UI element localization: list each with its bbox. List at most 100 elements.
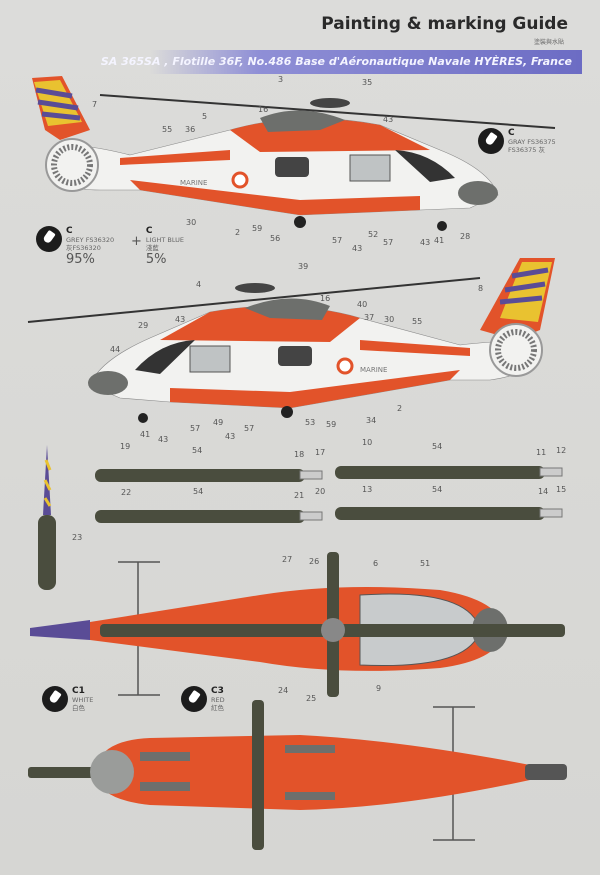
- part-number-callout: 16: [320, 294, 331, 303]
- part-number-callout: 7: [92, 100, 98, 109]
- part-number-callout: 3: [278, 75, 284, 84]
- part-number-callout: 59: [326, 420, 337, 429]
- part-number-callout: 54: [432, 442, 443, 451]
- part-number-callout: 41: [434, 236, 445, 245]
- part-number-callout: 44: [110, 345, 121, 354]
- bottom-view: [28, 700, 567, 850]
- part-number-callout: 18: [294, 450, 305, 459]
- paint-name-cn: FS36375 灰: [508, 146, 545, 154]
- paint-callout-grey: C GREY FS36320 灰FS36320 95%: [36, 226, 114, 267]
- part-number-callout: 43: [225, 432, 236, 441]
- part-number-callout: 9: [376, 684, 382, 693]
- paint-callout-white: C1 WHITE 白色: [42, 686, 93, 712]
- paint-name: GRAY FS36375: [508, 138, 556, 146]
- aircraft-designation: SA 365SA , Flotille 36F, No.486 Base d'A…: [100, 55, 572, 68]
- part-number-callout: 10: [362, 438, 373, 447]
- part-number-callout: 57: [383, 238, 394, 247]
- part-number-callout: 24: [278, 686, 289, 695]
- part-number-callout: 43: [158, 435, 169, 444]
- part-number-callout: 37: [364, 313, 375, 322]
- part-number-callout: 57: [332, 236, 343, 245]
- part-number-callout: 20: [315, 487, 326, 496]
- side-view-left: MARINE: [27, 258, 555, 423]
- part-number-callout: 41: [140, 430, 151, 439]
- part-number-callout: 19: [120, 442, 131, 451]
- paint-code: C: [66, 226, 73, 236]
- part-number-callout: 30: [186, 218, 197, 227]
- part-number-callout: 53: [305, 418, 316, 427]
- part-number-callout: 2: [397, 404, 403, 413]
- paintbrush-icon: [42, 686, 68, 712]
- paintbrush-icon: [181, 686, 207, 712]
- paint-name-cn: 淺藍: [145, 244, 159, 252]
- part-number-callout: 43: [352, 244, 363, 253]
- part-number-callout: 54: [432, 485, 443, 494]
- part-number-callout: 57: [244, 424, 255, 433]
- part-number-callout: 26: [309, 557, 320, 566]
- part-number-callout: 43: [175, 315, 186, 324]
- part-number-callout: 17: [315, 448, 326, 457]
- part-number-callout: 22: [121, 488, 132, 497]
- part-number-callout: 51: [420, 559, 431, 568]
- part-number-callout: 49: [213, 418, 224, 427]
- paint-percent: 95%: [66, 252, 95, 267]
- part-number-callout: 55: [412, 317, 423, 326]
- weapon-pods: [38, 445, 563, 590]
- paint-code: C: [145, 226, 153, 236]
- marine-text-1: MARINE: [180, 179, 207, 187]
- part-number-callout: 13: [362, 485, 373, 494]
- paint-name-cn: 紅色: [211, 704, 224, 712]
- part-number-callout: 43: [383, 115, 394, 124]
- paint-callout-red: C3 RED 紅色: [181, 686, 225, 712]
- marine-text-2: MARINE: [360, 366, 387, 374]
- page-title: Painting & marking Guide: [321, 14, 568, 34]
- paint-name: LIGHT BLUE: [145, 236, 185, 244]
- part-number-callout: 27: [282, 555, 293, 564]
- part-number-callout: 36: [185, 125, 196, 134]
- part-number-callout: 39: [298, 262, 309, 271]
- part-number-callout: 54: [193, 487, 204, 496]
- paint-callout-gray: C GRAY FS36375 FS36375 灰: [478, 128, 556, 154]
- paint-name: GREY FS36320: [66, 236, 115, 244]
- part-number-callout: 5: [202, 112, 208, 121]
- paint-name-cn: 白色: [72, 704, 85, 712]
- part-number-callout: 29: [138, 321, 149, 330]
- paint-percent: 5%: [145, 252, 167, 267]
- part-number-callout: 28: [460, 232, 471, 241]
- part-number-callout: 52: [368, 230, 379, 239]
- part-number-callout: 15: [556, 485, 567, 494]
- mix-plus-sign: +: [131, 234, 142, 249]
- part-number-callout: 43: [420, 238, 431, 247]
- paint-code: C3: [211, 686, 224, 696]
- paint-code: C1: [72, 686, 85, 696]
- paint-name-cn: 灰FS36320: [66, 244, 101, 252]
- part-number-callout: 16: [258, 105, 269, 114]
- aircraft-banner: SA 365SA , Flotille 36F, No.486 Base d'A…: [101, 50, 582, 74]
- part-number-callout: 56: [270, 234, 281, 243]
- part-number-callout: 57: [190, 424, 201, 433]
- part-number-callout: 4: [196, 280, 202, 289]
- part-number-callout: 30: [384, 315, 395, 324]
- part-number-callout: 40: [357, 300, 368, 309]
- part-number-callout: 2: [235, 228, 241, 237]
- paint-name: RED: [211, 696, 225, 704]
- side-view-right: MARINE: [32, 76, 556, 231]
- part-number-callout: 59: [252, 224, 263, 233]
- part-number-callout: 23: [72, 533, 83, 542]
- page-subtitle-cn: 塗裝與水貼: [533, 39, 564, 46]
- part-number-callout: 11: [536, 448, 547, 457]
- paint-code: C: [508, 128, 515, 138]
- part-number-callout: 54: [192, 446, 203, 455]
- part-number-callout: 8: [478, 284, 484, 293]
- paintbrush-icon: [478, 128, 504, 154]
- part-number-callout: 12: [556, 446, 567, 455]
- paintbrush-icon: [36, 226, 62, 252]
- part-number-callout: 21: [294, 491, 305, 500]
- part-number-callout: 25: [306, 694, 317, 703]
- top-view: [30, 552, 565, 697]
- paint-name: WHITE: [72, 696, 94, 704]
- part-number-callout: 34: [366, 416, 377, 425]
- part-number-callout: 35: [362, 78, 373, 87]
